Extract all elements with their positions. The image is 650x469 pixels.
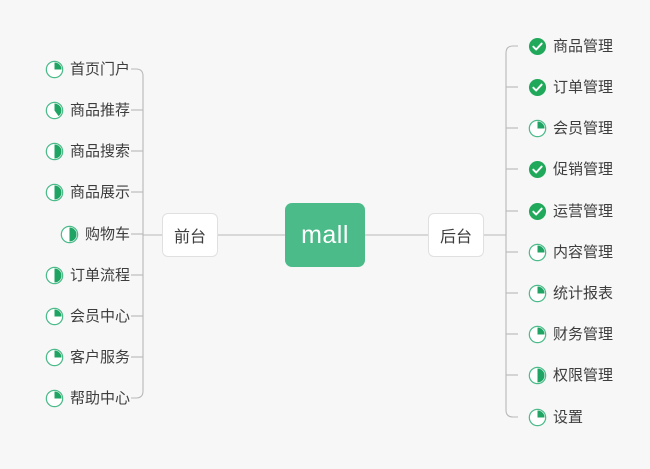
leaf-label: 首页门户	[69, 60, 130, 78]
leaf-item-right-2[interactable]: 会员管理	[528, 116, 613, 140]
leaf-label: 商品展示	[69, 183, 130, 201]
pie-progress-icon	[45, 142, 64, 160]
leaf-item-left-4[interactable]: 购物车	[60, 222, 130, 246]
check-circle-icon	[528, 160, 547, 178]
leaf-label: 促销管理	[553, 160, 614, 178]
pie-progress-icon	[45, 266, 64, 284]
leaf-item-left-5[interactable]: 订单流程	[45, 263, 130, 287]
leaf-label: 商品搜索	[69, 142, 130, 160]
leaf-label: 权限管理	[553, 366, 614, 384]
leaf-item-left-7[interactable]: 客户服务	[45, 345, 130, 369]
leaf-item-right-9[interactable]: 设置	[528, 405, 583, 429]
pie-progress-icon	[45, 348, 64, 366]
leaf-label: 运营管理	[553, 202, 614, 220]
leaf-item-right-8[interactable]: 权限管理	[528, 363, 613, 387]
check-circle-icon	[528, 78, 547, 96]
leaf-item-right-4[interactable]: 运营管理	[528, 199, 613, 223]
pie-progress-icon	[45, 183, 64, 201]
leaf-label: 购物车	[84, 225, 130, 243]
leaf-label: 订单流程	[69, 266, 130, 284]
pie-progress-icon	[528, 119, 547, 137]
leaf-item-left-0[interactable]: 首页门户	[45, 57, 130, 81]
pie-progress-icon	[45, 60, 64, 78]
pie-progress-icon	[528, 284, 547, 302]
leaf-item-left-3[interactable]: 商品展示	[45, 180, 130, 204]
leaf-label: 会员管理	[553, 119, 614, 137]
leaf-label: 客户服务	[69, 348, 130, 366]
leaf-label: 帮助中心	[69, 389, 130, 407]
leaf-item-left-1[interactable]: 商品推荐	[45, 98, 130, 122]
branch-node-backend[interactable]: 后台	[428, 213, 484, 257]
pie-progress-icon	[45, 307, 64, 325]
pie-progress-icon	[45, 101, 64, 119]
leaf-item-left-8[interactable]: 帮助中心	[45, 386, 130, 410]
leaf-item-right-5[interactable]: 内容管理	[528, 240, 613, 264]
pie-progress-icon	[528, 243, 547, 261]
check-circle-icon	[528, 37, 547, 55]
leaf-item-left-2[interactable]: 商品搜索	[45, 139, 130, 163]
pie-progress-icon	[528, 366, 547, 384]
pie-progress-icon	[60, 225, 79, 243]
leaf-label: 设置	[553, 408, 584, 426]
branch-node-frontend[interactable]: 前台	[162, 213, 218, 257]
pie-progress-icon	[45, 389, 64, 407]
check-circle-icon	[528, 202, 547, 220]
leaf-item-left-6[interactable]: 会员中心	[45, 304, 130, 328]
leaf-label: 商品推荐	[69, 101, 130, 119]
leaf-label: 统计报表	[553, 284, 614, 302]
leaf-item-right-7[interactable]: 财务管理	[528, 322, 613, 346]
leaf-item-right-1[interactable]: 订单管理	[528, 75, 613, 99]
leaf-item-right-6[interactable]: 统计报表	[528, 281, 613, 305]
leaf-label: 商品管理	[553, 37, 614, 55]
pie-progress-icon	[528, 325, 547, 343]
leaf-label: 内容管理	[553, 243, 614, 261]
leaf-label: 订单管理	[553, 78, 614, 96]
leaf-label: 会员中心	[69, 307, 130, 325]
root-node-mall[interactable]: mall	[285, 203, 365, 267]
pie-progress-icon	[528, 408, 547, 426]
leaf-item-right-0[interactable]: 商品管理	[528, 34, 613, 58]
leaf-item-right-3[interactable]: 促销管理	[528, 157, 613, 181]
leaf-label: 财务管理	[553, 325, 614, 343]
